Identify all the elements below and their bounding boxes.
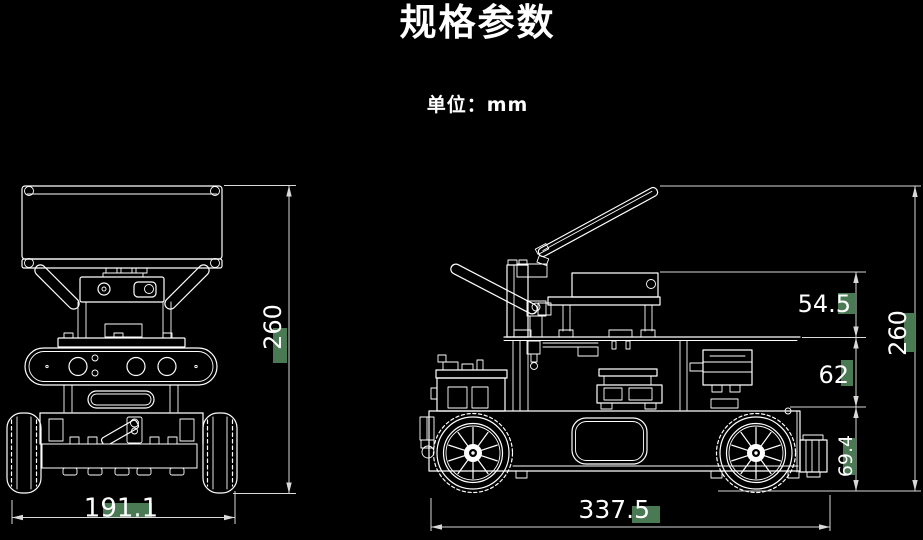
dim-side-lower-label: 69.4 bbox=[835, 435, 857, 477]
mast bbox=[506, 259, 548, 338]
front-electronics-stack bbox=[430, 354, 508, 412]
screen-lid-open bbox=[534, 186, 659, 266]
dim-front-width-label: 191.1 bbox=[84, 494, 158, 524]
battery-stack bbox=[679, 340, 753, 411]
depth-camera bbox=[24, 347, 218, 386]
antennas-front bbox=[34, 264, 210, 310]
dimension-highlight bbox=[632, 506, 660, 523]
page-title: 规格参数 bbox=[399, 1, 556, 44]
rear-motor-box bbox=[796, 410, 828, 478]
front-view-drawing bbox=[6, 185, 238, 494]
shock-absorber bbox=[100, 419, 140, 447]
camera-head bbox=[79, 276, 165, 303]
screen-panel bbox=[21, 185, 223, 278]
dimension-highlight bbox=[904, 313, 915, 352]
dimension-highlight bbox=[838, 293, 855, 314]
hanging-camera bbox=[526, 340, 541, 370]
dim-side-length-label: 337.5 bbox=[578, 495, 650, 524]
dimension-highlight bbox=[103, 503, 152, 517]
dimension-highlight bbox=[841, 360, 853, 386]
unit-label: 单位：mm bbox=[426, 94, 529, 116]
side-view-drawing bbox=[419, 186, 828, 494]
front-chassis bbox=[39, 384, 204, 476]
neck-column bbox=[57, 301, 186, 348]
dimension-annotations: 191.1 260 337.5 54.5 62 69.4 bbox=[11, 185, 921, 531]
middle-module bbox=[596, 368, 663, 410]
dim-front-height-label: 260 bbox=[259, 304, 287, 350]
main-deck bbox=[503, 329, 801, 357]
rear-platform bbox=[537, 272, 661, 338]
dim-side-height-label: 260 bbox=[884, 310, 912, 356]
dim-side-middle-label: 62 bbox=[818, 361, 849, 389]
dimension-highlight bbox=[273, 328, 287, 363]
dimension-highlight bbox=[843, 438, 856, 475]
antenna-side bbox=[450, 263, 547, 338]
dim-side-upper-label: 54.5 bbox=[798, 290, 851, 318]
